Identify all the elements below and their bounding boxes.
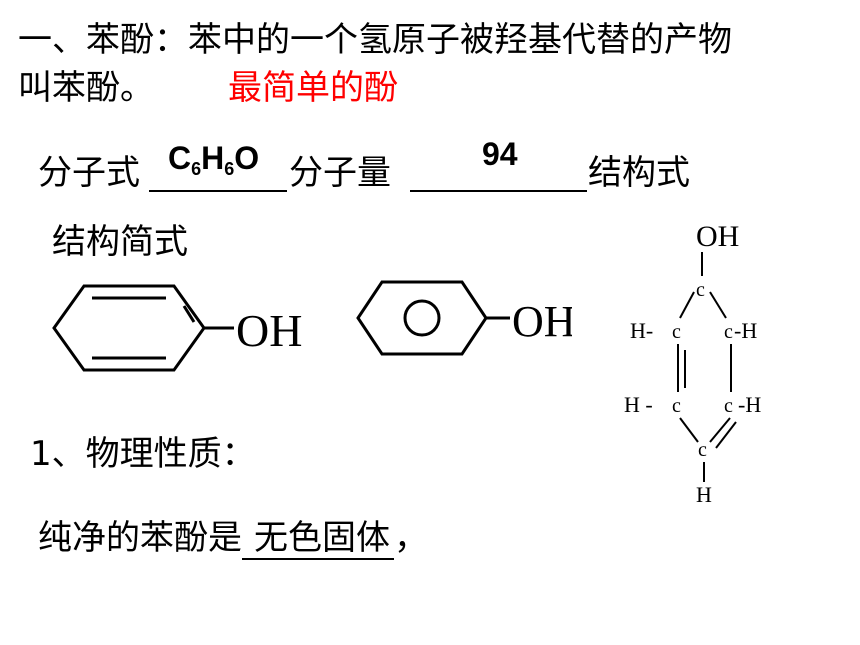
svg-text:-H: -H xyxy=(734,318,757,343)
skeletal-label: 结构简式 xyxy=(52,222,188,262)
svg-text:H-: H- xyxy=(630,318,653,343)
highlight-text: 最简单的酚 xyxy=(228,68,398,108)
svg-text:H -: H - xyxy=(624,392,653,417)
property-answer: 无色固体 xyxy=(242,518,394,560)
structural-label: 结构式 xyxy=(588,153,690,193)
svg-text:c: c xyxy=(696,279,705,301)
svg-text:H: H xyxy=(696,482,712,507)
property-line: 纯净的苯酚是无色固体， xyxy=(38,518,428,560)
svg-text:OH: OH xyxy=(512,297,572,346)
svg-text:c: c xyxy=(724,395,733,417)
oh-label: OH xyxy=(236,305,302,356)
svg-text:c: c xyxy=(724,321,733,343)
svg-text:c: c xyxy=(672,395,681,417)
mass-blank xyxy=(410,190,587,192)
mass-label: 分子量 xyxy=(289,153,391,193)
phenol-full-structure: OH c H- c c -H H - c c -H c H xyxy=(624,220,761,507)
svg-text:OH: OH xyxy=(696,220,739,253)
phenol-kekule-structure: OH xyxy=(52,284,302,372)
svg-text:c: c xyxy=(698,439,707,461)
formula-blank xyxy=(149,190,287,192)
phenol-aromatic-structure: OH xyxy=(356,280,572,356)
svg-text:-H: -H xyxy=(738,392,761,417)
svg-text:c: c xyxy=(672,321,681,343)
formula-answer: C6H6O xyxy=(168,140,260,179)
formula-label: 分子式 xyxy=(38,153,140,193)
section-physical-properties: 1、物理性质： xyxy=(30,434,256,474)
mass-answer: 94 xyxy=(482,136,518,172)
title-line-2: 叫苯酚。 xyxy=(18,68,154,108)
title-line-1: 一、苯酚：苯中的一个氢原子被羟基代替的产物 xyxy=(18,20,732,60)
